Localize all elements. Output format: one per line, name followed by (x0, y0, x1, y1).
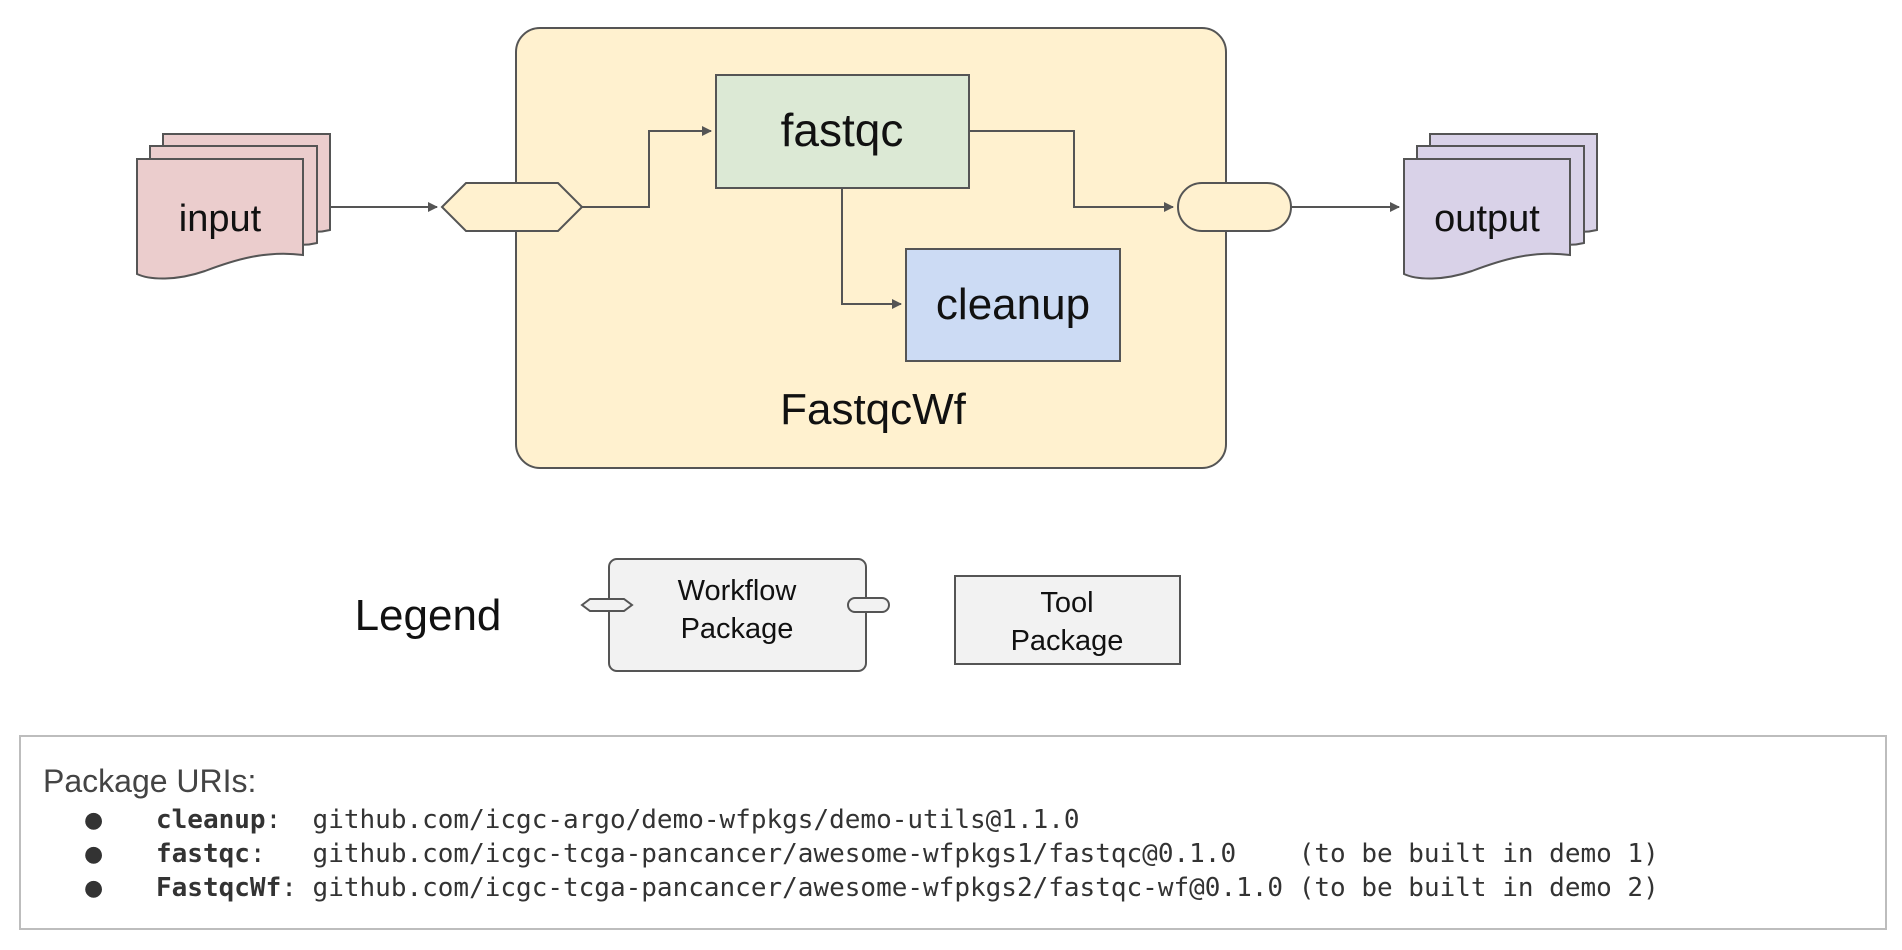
input-documents: input (136, 133, 331, 280)
input-label: input (179, 198, 262, 240)
package-uri: github.com/icgc-tcga-pancancer/awesome-w… (312, 873, 1284, 903)
package-note: (to be built in demo 2) (1283, 873, 1659, 903)
legend-output-port (847, 597, 890, 613)
legend-tool-package: Tool Package (954, 575, 1181, 665)
uri-item-cleanup: ● cleanup : github.com/icgc-argo/demo-wf… (21, 803, 1659, 837)
legend-tool-line1: Tool (1040, 587, 1093, 619)
legend-workflow-line1: Workflow (678, 575, 798, 607)
package-uri: github.com/icgc-argo/demo-wfpkgs/demo-ut… (312, 805, 1080, 835)
package-name: fastqc (156, 839, 250, 869)
package-uris-box: Package URIs: ● cleanup : github.com/icg… (19, 735, 1887, 930)
arrow-port-to-fastqc (582, 126, 712, 208)
arrow-fastqc-to-cleanup (841, 188, 902, 309)
uri-item-fastqc: ● fastqc : github.com/icgc-tcga-pancance… (21, 837, 1659, 871)
bullet-icon: ● (84, 807, 104, 833)
output-label: output (1434, 198, 1540, 240)
package-name: FastqcWf (156, 873, 282, 903)
package-uris-heading: Package URIs: (43, 763, 257, 799)
cleanup-label: cleanup (936, 280, 1090, 329)
cleanup-tool-box (905, 248, 1121, 362)
bullet-icon: ● (84, 841, 104, 867)
workflow-input-port (440, 182, 584, 232)
workflow-output-port (1177, 182, 1292, 232)
package-uri: github.com/icgc-tcga-pancancer/awesome-w… (312, 839, 1237, 869)
legend-tool-line2: Package (1011, 625, 1124, 657)
package-separator: : (249, 839, 313, 869)
package-name: cleanup (156, 805, 266, 835)
package-uris-list: ● cleanup : github.com/icgc-argo/demo-wf… (21, 803, 1659, 905)
fastqc-tool-box (715, 74, 970, 189)
legend-workflow-package: Workflow Package (580, 558, 890, 672)
arrow-fastqc-to-output-port (969, 130, 1174, 212)
package-separator: : (281, 873, 313, 903)
legend-input-port (580, 598, 634, 612)
legend-workflow-line2: Package (681, 613, 794, 645)
output-documents: output (1403, 133, 1598, 280)
package-note: (to be built in demo 1) (1236, 839, 1659, 869)
uri-item-fastqcwf: ● FastqcWf : github.com/icgc-tcga-pancan… (21, 871, 1659, 905)
legend-title: Legend (355, 591, 502, 640)
fastqc-label: fastqc (781, 104, 904, 156)
workflow-title: FastqcWf (780, 385, 967, 434)
package-separator: : (265, 805, 313, 835)
bullet-icon: ● (84, 875, 104, 901)
